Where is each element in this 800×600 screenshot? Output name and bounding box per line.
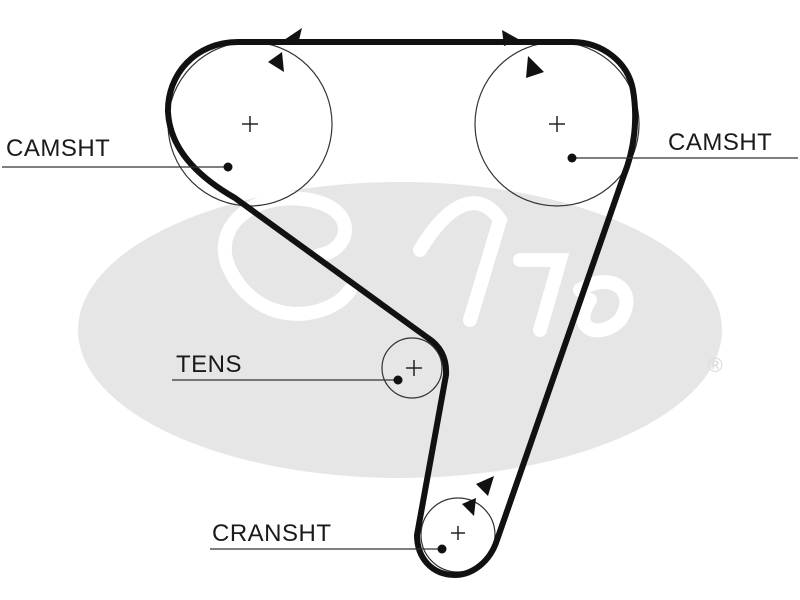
arrowhead-icon bbox=[502, 30, 520, 46]
rotation-arrows bbox=[268, 28, 544, 516]
gates-watermark: ® bbox=[78, 182, 723, 478]
watermark-logo-script bbox=[217, 191, 634, 338]
plus-icon bbox=[451, 526, 465, 540]
label-crankshaft: CRANSHT bbox=[212, 520, 332, 547]
leader-lines bbox=[2, 153, 798, 554]
label-camshaft-right: CAMSHT bbox=[668, 129, 772, 156]
label-tensioner: TENS bbox=[176, 351, 242, 378]
arrowhead-icon bbox=[284, 28, 302, 44]
tensioner-pulley bbox=[381, 337, 443, 399]
plus-icon bbox=[406, 360, 422, 376]
label-camshaft-left: CAMSHT bbox=[6, 135, 110, 162]
leader-dot bbox=[223, 162, 233, 172]
arrowhead-icon bbox=[526, 56, 544, 78]
plus-icon bbox=[549, 116, 565, 132]
leader-dot bbox=[393, 375, 403, 385]
timing-belt bbox=[164, 39, 639, 578]
arrowhead-icon bbox=[476, 476, 494, 496]
leader-dot bbox=[437, 544, 447, 554]
arrowhead-icon bbox=[462, 498, 476, 516]
plus-icon bbox=[242, 116, 258, 132]
watermark-oval bbox=[78, 182, 722, 478]
center-marks bbox=[242, 116, 565, 540]
arrowhead-icon bbox=[268, 52, 284, 72]
watermark-registered-mark: ® bbox=[708, 355, 723, 377]
leader-dot bbox=[567, 153, 577, 163]
